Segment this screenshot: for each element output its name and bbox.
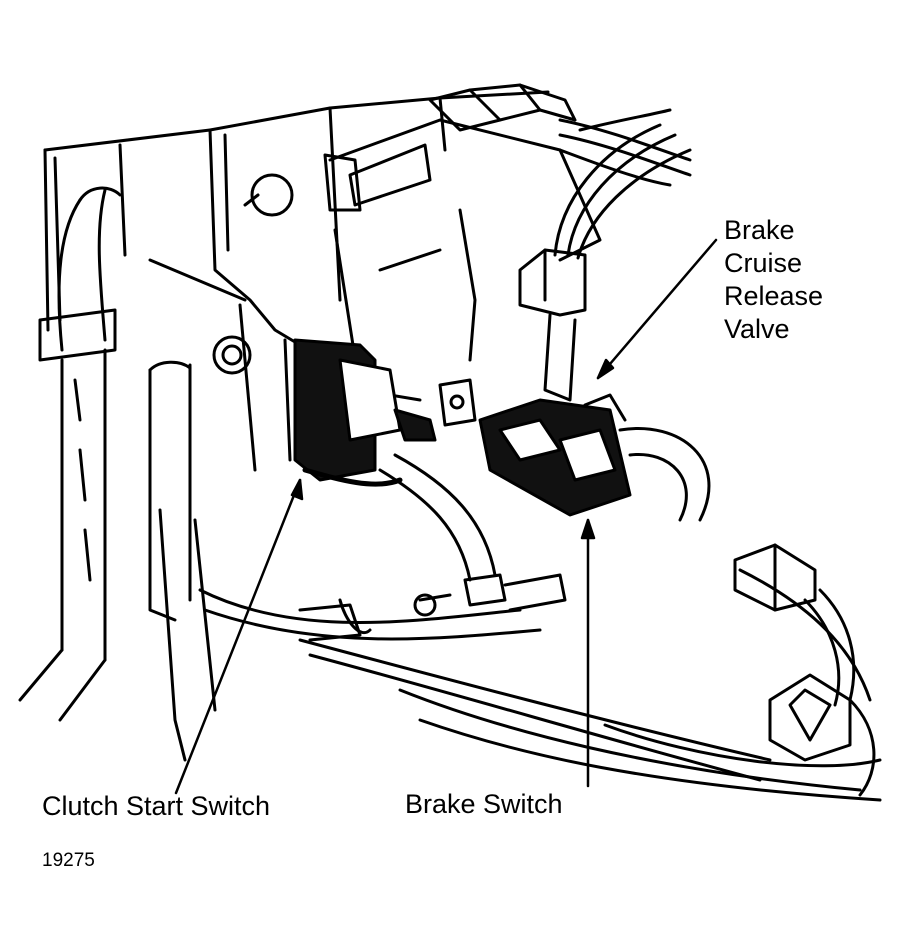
clutch-arrowhead (290, 478, 304, 501)
leader-lines (174, 238, 718, 795)
left-harness (18, 186, 217, 762)
brake-cruise-release-valve-label: Brake Cruise Release Valve (724, 214, 823, 346)
valve-label-line-3: Release (724, 281, 824, 311)
valve-label-line-1: Brake (724, 215, 795, 245)
valve-arrowhead (596, 358, 615, 380)
figure-number: 19275 (42, 850, 95, 871)
valve-label-line-2: Cruise (724, 248, 803, 278)
valve-label-line-4: Valve (724, 314, 790, 344)
clutch-start-switch-drawing (212, 173, 437, 487)
valve-connector (518, 123, 692, 402)
brake-switch-drawing (438, 378, 632, 517)
clutch-leader (174, 478, 302, 795)
clutch-start-switch-label: Clutch Start Switch (42, 791, 271, 821)
brake-switch-label: Brake Switch (405, 789, 563, 819)
brake-arrowhead (580, 518, 596, 540)
valve-leader (596, 238, 718, 380)
lower-connectors (733, 543, 852, 762)
